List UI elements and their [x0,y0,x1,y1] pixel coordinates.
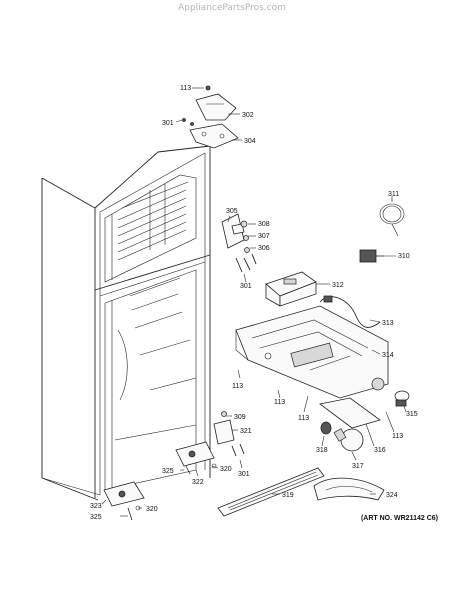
callout-309: 309 [234,414,246,421]
callout-302: 302 [242,112,254,119]
callout-113-center: 113 [274,399,285,406]
callout-labels: 113 302 301 304 305 308 307 306 301 311 … [90,85,418,521]
callout-320-lower: 320 [146,506,158,513]
front-leveling-leg-right [175,441,217,475]
callout-324: 324 [386,492,398,499]
light-bulb [333,428,364,452]
callout-312: 312 [332,282,344,289]
top-hinge-plate [189,123,239,149]
callout-306: 306 [258,245,270,252]
callout-301-top: 301 [162,120,174,127]
hinge-screw [182,85,211,126]
callout-321: 321 [240,428,252,435]
callout-307: 307 [258,233,270,240]
callout-325-lower: 325 [90,514,102,521]
callout-301-middle: 301 [240,283,252,290]
top-hinge-cover [195,93,237,121]
lower-hinge-bracket [213,411,245,457]
callout-318: 318 [316,447,328,454]
light-shield-plate [319,397,381,429]
control-housing [235,305,389,399]
callout-319: 319 [282,492,294,499]
callout-304: 304 [244,138,256,145]
callout-320-upper: 320 [220,466,232,473]
callout-322: 322 [192,479,204,486]
callout-301-lower: 301 [238,471,250,478]
callout-325-upper: 325 [162,468,174,475]
callout-311: 311 [388,191,399,198]
center-hinge-bracket [221,213,250,253]
callout-113-shield: 113 [298,415,309,422]
callout-113-left: 113 [232,383,243,390]
temperature-sensor-coil [379,203,405,237]
leader-lines [101,87,407,517]
base-grille [217,467,325,517]
watermark: AppliancePartsPros.com [178,3,286,13]
light-lens-cover [313,477,385,501]
callout-317: 317 [352,463,364,470]
control-knob-housing [265,271,317,307]
refrigerator-cabinet [41,145,211,501]
front-leveling-leg-left [103,481,145,521]
callout-316: 316 [374,447,386,454]
callout-113-right: 113 [392,433,403,440]
callout-113-top: 113 [180,85,191,92]
callout-313: 313 [382,320,394,327]
callout-323: 323 [90,503,102,510]
lamp-socket [394,390,410,407]
center-hinge-screws [235,253,257,273]
callout-308-upper: 308 [258,221,270,228]
callout-314: 314 [382,352,394,359]
art-number: (ART NO. WR21142 C6) [361,515,438,522]
lamp-holder [320,421,332,435]
callout-310: 310 [398,253,410,260]
callout-315: 315 [406,411,418,418]
callout-305: 305 [226,208,238,215]
